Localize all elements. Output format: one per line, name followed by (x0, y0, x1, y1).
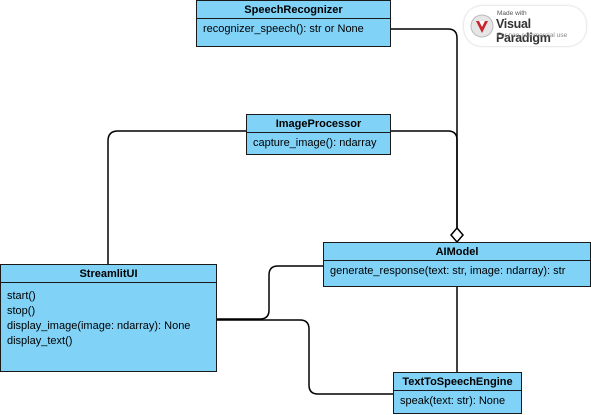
operation: capture_image(): ndarray (253, 137, 377, 149)
visual-paradigm-watermark: Made with Visual Paradigm For non-commer… (464, 6, 586, 46)
speech-recognizer-to-aimodel-line (391, 28, 458, 228)
streamlit-to-tts-line (217, 319, 394, 395)
class-name: AIModel (324, 243, 590, 261)
class-name: StreamlitUI (1, 265, 216, 283)
operation: speak(text: str): None (400, 395, 506, 407)
class-streamlit-ui[interactable]: StreamlitUI start() stop() display_image… (0, 264, 217, 372)
image-processor-to-aimodel-line (391, 130, 458, 228)
aggregation-diamond (450, 226, 464, 244)
aimodel-to-streamlit-line (217, 265, 323, 320)
operation: generate_response(text: str, image: ndar… (330, 265, 566, 277)
class-image-processor[interactable]: ImageProcessor capture_image(): ndarray (246, 114, 391, 155)
class-name: ImageProcessor (247, 115, 390, 133)
class-speech-recognizer[interactable]: SpeechRecognizer recognizer_speech(): st… (196, 0, 391, 47)
operation: recognizer_speech(): str or None (203, 23, 364, 35)
watermark-brand: Visual Paradigm (496, 17, 551, 45)
visual-paradigm-logo-icon (470, 14, 494, 38)
class-name: TextToSpeechEngine (394, 373, 521, 391)
operation: start() (7, 290, 36, 302)
operation: stop() (7, 305, 36, 317)
operation: display_image(image: ndarray): None (7, 320, 191, 332)
class-ai-model[interactable]: AIModel generate_response(text: str, ima… (323, 242, 591, 287)
image-processor-to-streamlit-line (107, 130, 247, 264)
class-text-to-speech-engine[interactable]: TextToSpeechEngine speak(text: str): Non… (393, 372, 522, 414)
class-name: SpeechRecognizer (197, 1, 390, 19)
operation: display_text() (7, 335, 73, 347)
watermark-made-with: Made with (497, 10, 527, 17)
watermark-subtitle: For non-commercial use (497, 32, 568, 39)
